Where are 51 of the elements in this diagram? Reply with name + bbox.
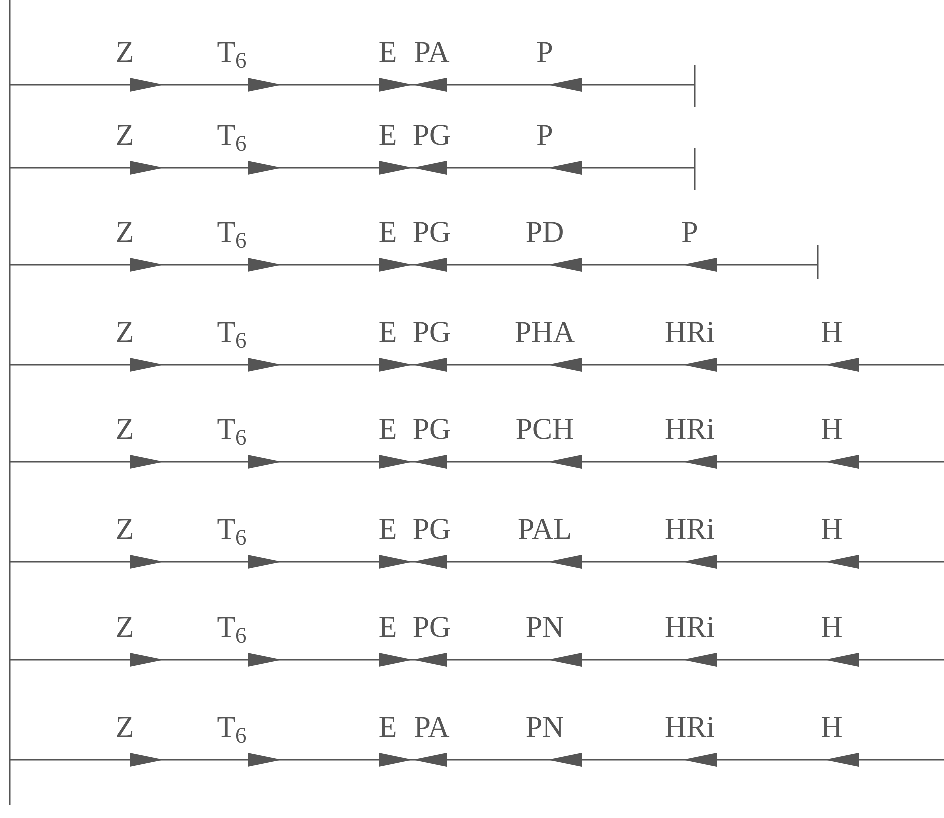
- zone-label: PCH: [516, 415, 574, 445]
- zone-label: Z: [116, 713, 134, 743]
- zone-label: T$_{6}$: [217, 415, 247, 445]
- zone-label: HRi: [665, 613, 715, 643]
- zone-label: PN: [526, 713, 564, 743]
- zone-label: E: [378, 121, 398, 151]
- zone-label: PN: [526, 613, 564, 643]
- zone-label: T$_{6}$: [217, 613, 247, 643]
- zone-label: T$_{6}$: [217, 515, 247, 545]
- zone-label: PG: [412, 613, 452, 643]
- zone-label: HRi: [665, 415, 715, 445]
- zone-label: HRi: [665, 318, 715, 348]
- zone-label: H: [821, 415, 843, 445]
- zone-label: HRi: [665, 515, 715, 545]
- zone-label: H: [821, 713, 843, 743]
- zone-label: PG: [412, 121, 452, 151]
- zone-label: T$_{6}$: [217, 121, 247, 151]
- zone-label: PG: [412, 415, 452, 445]
- zone-label: PAL: [518, 515, 572, 545]
- zone-label: Z: [116, 121, 134, 151]
- zone-label: E: [378, 613, 398, 643]
- zone-label: T$_{6}$: [217, 713, 247, 743]
- zone-label: H: [821, 318, 843, 348]
- zone-label: E: [378, 713, 398, 743]
- zone-label: E: [378, 318, 398, 348]
- zone-label: Z: [116, 613, 134, 643]
- zone-label: PHA: [515, 318, 575, 348]
- zone-label: HRi: [665, 713, 715, 743]
- zone-label: T$_{6}$: [217, 218, 247, 248]
- zone-label: E: [378, 515, 398, 545]
- zone-label: T$_{6}$: [217, 318, 247, 348]
- zone-label: P: [682, 218, 698, 248]
- zone-label: PG: [412, 318, 452, 348]
- zone-label: Z: [116, 318, 134, 348]
- zone-label: Z: [116, 415, 134, 445]
- zone-label: E: [378, 218, 398, 248]
- zone-label: H: [821, 515, 843, 545]
- zone-label: PG: [412, 515, 452, 545]
- zone-label: PA: [414, 38, 450, 68]
- zone-label: Z: [116, 515, 134, 545]
- zone-label: E: [378, 415, 398, 445]
- zone-label: T$_{6}$: [217, 38, 247, 68]
- zone-label: Z: [116, 218, 134, 248]
- zone-label: P: [536, 121, 554, 151]
- zone-label: H: [821, 613, 843, 643]
- zone-label: Z: [116, 38, 134, 68]
- zone-label: PD: [526, 218, 564, 248]
- zone-label: E: [378, 38, 398, 68]
- zone-label: PA: [414, 713, 450, 743]
- zone-label: PG: [412, 218, 452, 248]
- zone-label: P: [536, 38, 554, 68]
